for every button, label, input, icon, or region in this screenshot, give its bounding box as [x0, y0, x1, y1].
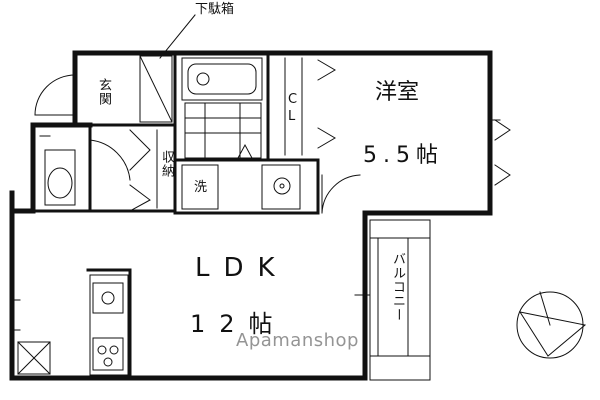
closet-c-label: C: [288, 92, 298, 107]
ldk-name: LDK: [195, 253, 289, 283]
fixtures: [11, 14, 587, 381]
balcony-label: バルコニー: [390, 252, 405, 322]
interior-walls: [31, 51, 320, 380]
compass-icon: [516, 291, 587, 359]
outer-walls: [9, 50, 493, 381]
western-room-name: 洋室: [375, 80, 420, 105]
shoe-box-label: 下駄箱: [195, 2, 235, 17]
ldk-size: 12帖: [190, 310, 287, 338]
apamanshop-watermark: Apamanshop: [236, 330, 359, 351]
closet-l-label: L: [288, 109, 296, 124]
storage-label: 収納: [159, 150, 174, 178]
western-room-size: 5.5帖: [363, 143, 444, 168]
entrance-label: 玄関: [96, 78, 111, 106]
washer-label: 洗: [194, 180, 208, 195]
